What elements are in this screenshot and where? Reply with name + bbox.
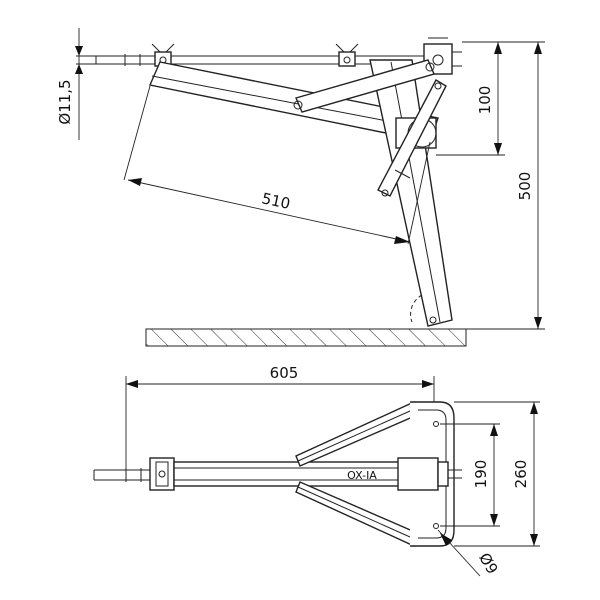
ground-hatch bbox=[145, 328, 467, 347]
dim-upper-height: 100 bbox=[436, 41, 505, 156]
rod-clamp-right bbox=[335, 43, 359, 67]
dim-hole-spacing-label: 190 bbox=[472, 460, 490, 489]
hinge-block bbox=[423, 37, 462, 75]
body-marking: OX-IA bbox=[347, 469, 377, 482]
dim-arm-length: 510 bbox=[123, 85, 431, 245]
frame-arm-lower bbox=[295, 481, 426, 547]
dim-pin-diameter: Ø11,5 bbox=[56, 28, 100, 140]
hitch-block bbox=[397, 457, 462, 491]
dim-total-height-label: 500 bbox=[516, 172, 534, 201]
frame-arm-upper bbox=[295, 401, 426, 467]
top-view: OX-IA bbox=[93, 364, 540, 577]
dim-pin-diameter-label: Ø11,5 bbox=[56, 79, 74, 124]
dim-hole-diameter-label: Ø9 bbox=[475, 550, 501, 577]
coupler-head bbox=[149, 457, 175, 491]
side-view: Ø11,5 510 100 500 bbox=[56, 28, 545, 347]
support-leg bbox=[369, 59, 453, 327]
dim-hole-spacing: 190 bbox=[440, 423, 500, 527]
dim-frame-width-label: 260 bbox=[512, 460, 530, 489]
strut-arm bbox=[293, 59, 435, 113]
dim-upper-height-label: 100 bbox=[476, 86, 494, 115]
dim-overall-length-label: 605 bbox=[270, 364, 299, 382]
dim-overall-length: 605 bbox=[125, 364, 435, 476]
diagonal-brace bbox=[377, 79, 447, 197]
dim-total-height: 500 bbox=[462, 41, 545, 330]
dim-arm-length-label: 510 bbox=[260, 189, 292, 213]
dim-frame-width: 260 bbox=[454, 401, 540, 547]
